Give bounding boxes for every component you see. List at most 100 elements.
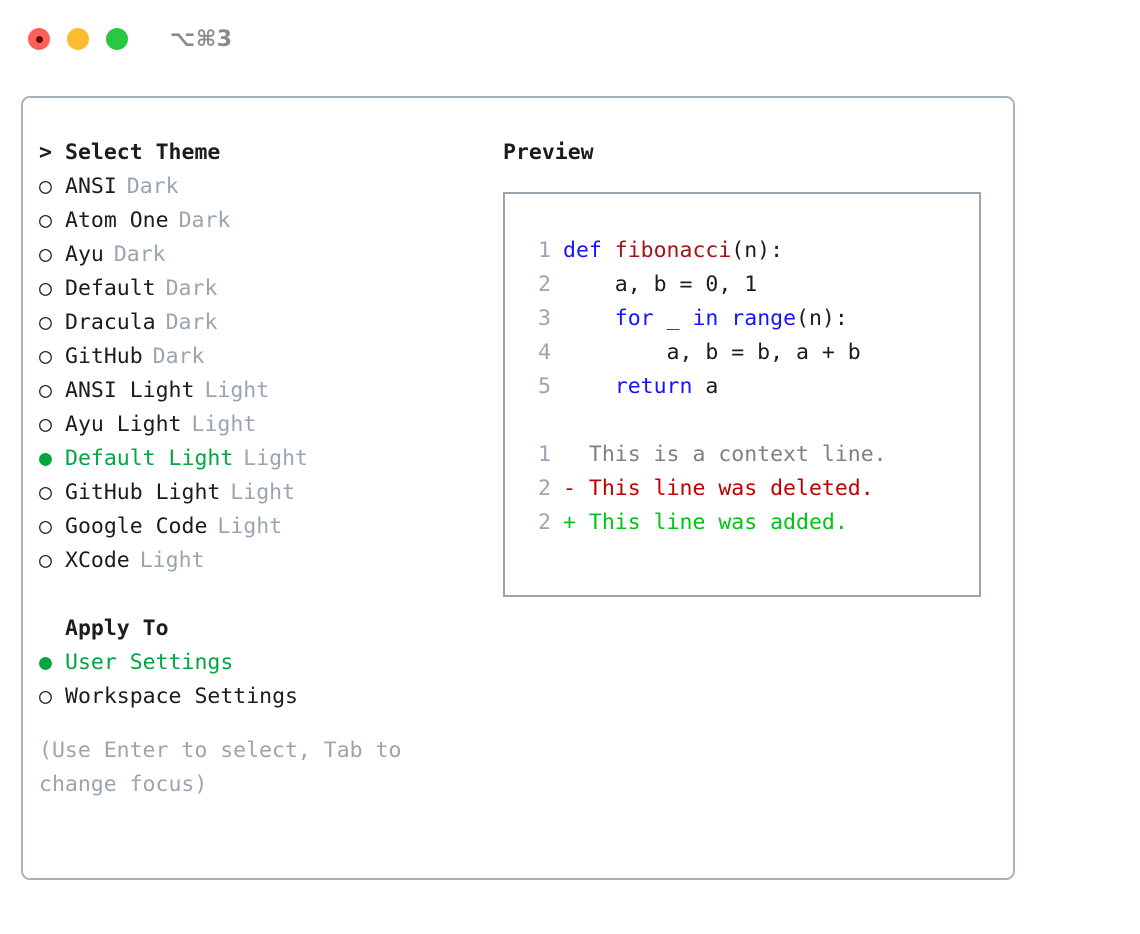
title-bar: ⌥⌘3: [0, 0, 1140, 78]
record-indicator-icon: [35, 35, 43, 43]
code-token-ctx: This is a context line.: [563, 442, 887, 467]
maximize-button[interactable]: [106, 28, 128, 50]
theme-name-label: ANSI: [65, 174, 117, 199]
theme-name-label: Default: [65, 276, 156, 301]
apply-to-header: ○ Apply To: [39, 616, 485, 650]
select-theme-title: Select Theme: [65, 140, 221, 165]
theme-variant-label: Light: [217, 514, 283, 539]
code-token-kw: for: [614, 306, 654, 331]
line-number: 2: [538, 510, 551, 535]
code-text: return a: [563, 374, 719, 399]
code-token-kw: def: [563, 238, 615, 263]
radio-unselected-icon: ○: [39, 208, 52, 233]
theme-list-item[interactable]: ○ Atom One Dark: [39, 208, 485, 242]
apply-to-item[interactable]: ●User Settings: [39, 650, 485, 684]
minimize-button[interactable]: [67, 28, 89, 50]
line-number: 5: [538, 374, 551, 399]
prompt-caret-icon: >: [39, 140, 52, 165]
code-blank-line: [521, 408, 979, 442]
theme-name-label: Google Code: [65, 514, 208, 539]
code-token-plain: [563, 306, 615, 331]
line-number: 4: [538, 340, 551, 365]
theme-variant-label: Dark: [178, 208, 231, 233]
radio-unselected-icon: ○: [39, 480, 52, 505]
theme-name-label: Default Light: [65, 446, 234, 471]
theme-variant-label: Dark: [152, 344, 205, 369]
apply-to-label: User Settings: [65, 650, 234, 675]
radio-unselected-icon: ○: [39, 344, 52, 369]
theme-name-label: GitHub: [65, 344, 143, 369]
code-token-plain: a, b = 0, 1: [563, 272, 758, 297]
radio-unselected-icon: ○: [39, 412, 52, 437]
theme-variant-label: Light: [139, 548, 205, 573]
code-text: This is a context line.: [563, 442, 887, 467]
line-number: 1: [538, 442, 551, 467]
radio-unselected-icon: ○: [39, 684, 52, 709]
code-line: 5 return a: [521, 374, 979, 408]
line-number: 1: [538, 238, 551, 263]
code-token-add: + This line was added.: [563, 510, 848, 535]
apply-to-item[interactable]: ○ Workspace Settings: [39, 684, 485, 718]
code-text: + This line was added.: [563, 510, 848, 535]
code-text: a, b = b, a + b: [563, 340, 861, 365]
theme-variant-label: Light: [204, 378, 270, 403]
radio-unselected-icon: ○: [39, 310, 52, 335]
code-token-kw: return: [614, 374, 693, 399]
theme-name-label: Atom One: [65, 208, 169, 233]
code-line: 2 - This line was deleted.: [521, 476, 979, 510]
theme-variant-label: Light: [230, 480, 296, 505]
code-token-plain: a: [692, 374, 719, 399]
code-line: 1 This is a context line.: [521, 442, 979, 476]
code-token-plain: a, b = b, a + b: [563, 340, 861, 365]
code-text: def fibonacci(n):: [563, 238, 783, 263]
apply-to-list: ●User Settings○ Workspace Settings: [39, 650, 485, 718]
radio-unselected-icon: ○: [39, 514, 52, 539]
code-token-kw: in range: [692, 306, 797, 331]
theme-name-label: Ayu Light: [65, 412, 182, 437]
theme-list-item[interactable]: ○ Google Code Light: [39, 514, 485, 548]
code-line: 3 for _ in range(n):: [521, 306, 979, 340]
theme-name-label: ANSI Light: [65, 378, 195, 403]
code-text: - This line was deleted.: [563, 476, 874, 501]
apply-to-title: Apply To: [65, 616, 169, 641]
theme-name-label: XCode: [65, 548, 130, 573]
close-button[interactable]: [28, 28, 50, 50]
theme-variant-label: Dark: [126, 174, 179, 199]
code-token-fn: fibonacci: [614, 238, 732, 263]
theme-variant-label: Light: [191, 412, 257, 437]
theme-name-label: Ayu: [65, 242, 104, 267]
code-token-plain: [563, 374, 615, 399]
line-number: 2: [538, 476, 551, 501]
line-number: 2: [538, 272, 551, 297]
radio-unselected-icon: ○: [39, 242, 52, 267]
theme-variant-label: Dark: [165, 310, 218, 335]
code-line: 1 def fibonacci(n):: [521, 238, 979, 272]
keyboard-hint: (Use Enter to select, Tab to change focu…: [39, 738, 402, 797]
code-line: 2 + This line was added.: [521, 510, 979, 544]
code-text: for _ in range(n):: [563, 306, 848, 331]
theme-name-label: GitHub Light: [65, 480, 221, 505]
list-spacer: [39, 582, 485, 616]
window-controls: [28, 28, 128, 50]
theme-list-item[interactable]: ○ Ayu Light Light: [39, 412, 485, 446]
code-token-del: - This line was deleted.: [563, 476, 874, 501]
theme-variant-label: Light: [243, 446, 309, 471]
keyboard-shortcut-label: ⌥⌘3: [170, 26, 233, 52]
theme-list-item[interactable]: ○ GitHub Light Light: [39, 480, 485, 514]
code-line: 2 a, b = 0, 1: [521, 272, 979, 306]
code-token-plain: (n):: [796, 306, 848, 331]
theme-list-item[interactable]: ○ GitHub Dark: [39, 344, 485, 378]
apply-to-label: Workspace Settings: [65, 684, 298, 709]
